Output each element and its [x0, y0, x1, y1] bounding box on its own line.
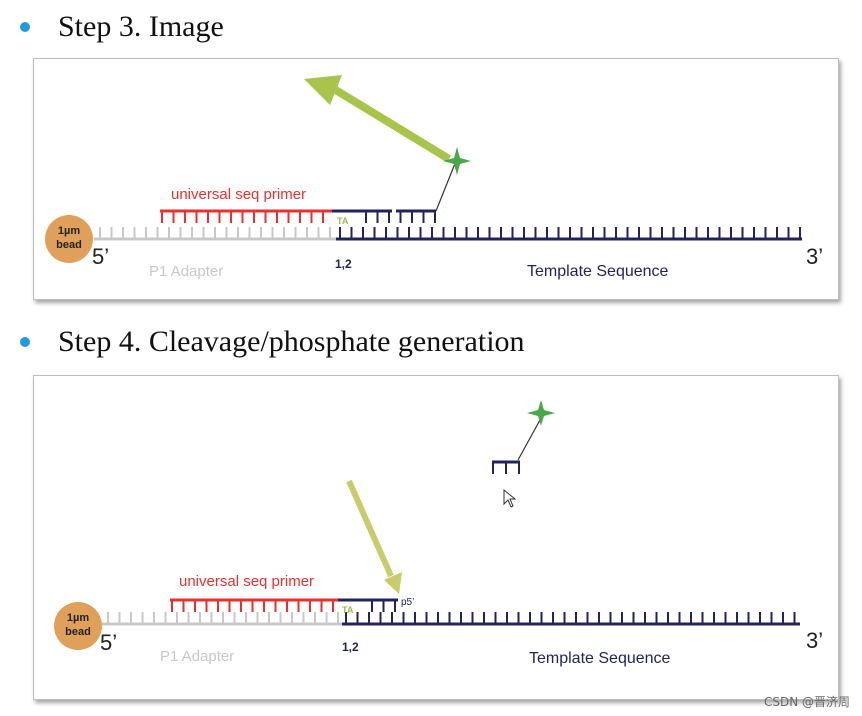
step3-diagram-panel: 1µm bead universal seq primer TA 5’ 3’ P… [33, 58, 839, 300]
cleavage-arrowhead [384, 572, 402, 594]
step3-diagram: 1µm bead universal seq primer TA 5’ 3’ P… [45, 75, 823, 280]
emission-arrow [331, 85, 452, 163]
bullet-icon [20, 22, 30, 32]
step3-heading: Step 3. Image [20, 10, 224, 44]
probe-base-letters: TA [337, 216, 349, 226]
primer-label: universal seq primer [179, 573, 314, 590]
step3-title: Step 3. Image [58, 10, 224, 43]
primer-bases [161, 211, 324, 223]
phosphate-label: p5’ [401, 597, 414, 608]
template-bases [345, 612, 796, 624]
bullet-icon [20, 337, 30, 347]
cleaved-dye-tether [517, 419, 541, 461]
ligation-position-label: 1,2 [335, 257, 352, 271]
three-prime-label: 3’ [806, 244, 823, 269]
primer-bases [171, 600, 334, 612]
watermark: CSDN @晋济周 [763, 695, 850, 709]
bead-label-line2: bead [65, 626, 91, 638]
probe-bases [371, 600, 396, 612]
template-label: Template Sequence [527, 263, 669, 280]
adapter-bases [99, 227, 331, 239]
cleavage-arrow [346, 479, 394, 578]
cleaved-dye-star-icon [527, 400, 555, 426]
step4-diagram-panel: 1µm bead universal seq primer TA p5’ 5’ … [33, 375, 839, 700]
step4-diagram: 1µm bead universal seq primer TA p5’ 5’ … [54, 400, 823, 667]
step4-title: Step 4. Cleavage/phosphate generation [58, 325, 525, 358]
probe-base-letters: TA [342, 605, 354, 615]
ligation-position-label: 1,2 [342, 640, 359, 654]
adapter-label: P1 Adapter [149, 263, 223, 280]
bead-label-line1: 1µm [67, 612, 89, 624]
bead-label-line2: bead [56, 239, 82, 251]
adapter-label: P1 Adapter [160, 648, 234, 665]
primer-label: universal seq primer [171, 186, 306, 203]
template-bases [339, 227, 801, 239]
step4-heading: Step 4. Cleavage/phosphate generation [20, 325, 525, 359]
adapter-bases [107, 612, 339, 624]
bead-icon [54, 602, 102, 650]
dye-star-icon [443, 147, 471, 175]
template-label: Template Sequence [529, 650, 671, 667]
probe-bases [365, 211, 436, 223]
bead-icon [45, 215, 93, 263]
emission-arrowhead [304, 75, 342, 105]
bead-label-line1: 1µm [58, 225, 80, 237]
five-prime-label: 5’ [100, 630, 117, 655]
three-prime-label: 3’ [806, 628, 823, 653]
mouse-cursor-icon [503, 488, 517, 508]
five-prime-label: 5’ [92, 244, 109, 269]
dye-tether [435, 160, 457, 212]
